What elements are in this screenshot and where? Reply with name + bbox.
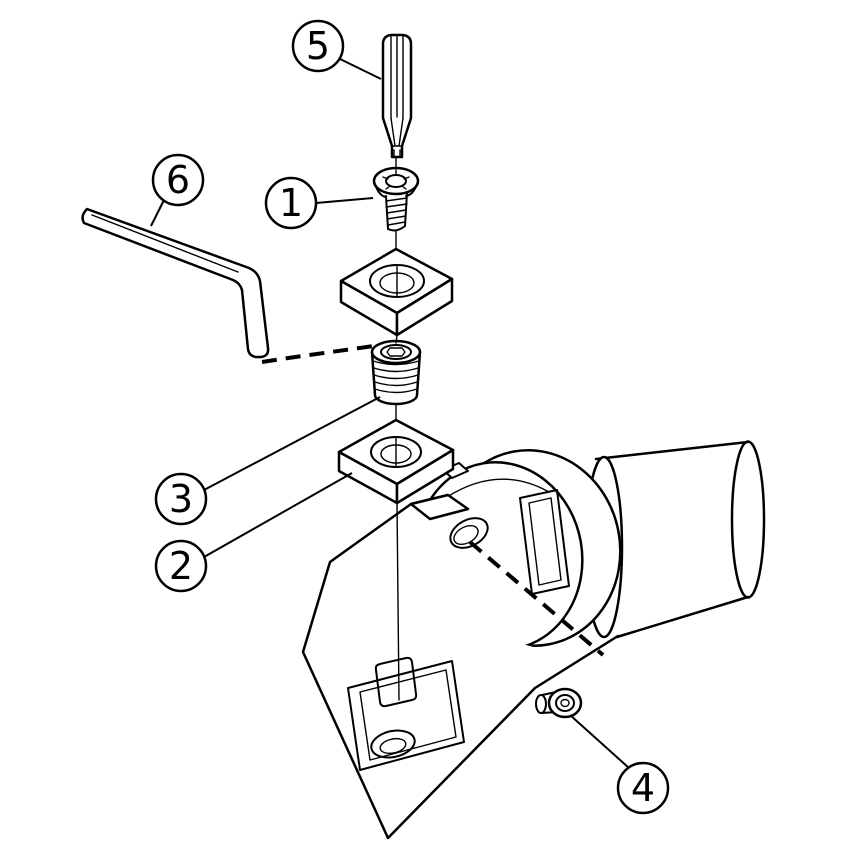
flange-chamfer-arc	[446, 478, 550, 498]
callout-4-label: 4	[631, 766, 655, 810]
head-top-face	[409, 493, 470, 521]
callout-3-circle	[154, 472, 208, 526]
sleeve-recess	[380, 344, 412, 360]
callout-6: 6	[150, 153, 205, 227]
insert-pocket-outer	[347, 660, 465, 771]
callout-5-label: 5	[306, 24, 330, 68]
pocket-slot	[374, 656, 418, 708]
callout-4-circle	[616, 761, 670, 815]
pocket-screw-hole	[370, 729, 416, 759]
callout-1: 1	[264, 176, 374, 230]
face-hole-inner	[453, 524, 479, 546]
body-screw	[535, 687, 583, 719]
pocket-screw-hole-inner	[379, 737, 407, 755]
hex-key-guide-dashed	[261, 343, 381, 364]
screw-socket	[555, 694, 575, 712]
torx-driver-bit	[381, 33, 413, 159]
callout-2-circle	[154, 539, 208, 593]
callout-6-circle	[151, 153, 205, 207]
guide-lines	[261, 343, 605, 657]
insert-pocket-inner	[359, 669, 457, 761]
coupling-shaft	[596, 442, 748, 637]
assembly-axis	[395, 157, 400, 701]
screw-head	[547, 687, 583, 719]
insert-right-side	[395, 448, 455, 505]
callout-3: 3	[154, 396, 381, 526]
threaded-sleeve	[370, 339, 422, 406]
callout-3-label: 3	[169, 477, 193, 521]
keyway-slot-inner	[528, 497, 562, 586]
callout-2: 2	[154, 472, 353, 593]
insert-screw	[372, 166, 420, 232]
body-screw-guide-dashed	[468, 540, 605, 657]
coupling-end-face	[730, 440, 766, 599]
callout-2-label: 2	[169, 544, 193, 588]
screw-shank-tip	[535, 694, 547, 714]
callout-4: 4	[569, 714, 670, 815]
shim-right-side	[395, 277, 454, 337]
callout-1-circle	[264, 176, 318, 230]
hex-key	[81, 207, 270, 359]
callout-1-label: 1	[279, 181, 303, 225]
callout-5: 5	[291, 19, 382, 80]
callout-5-circle	[291, 19, 345, 73]
callout-6-label: 6	[166, 158, 190, 202]
tool-holder-body	[301, 440, 766, 840]
shim-hole-outer	[369, 264, 425, 298]
sleeve-hex-socket	[386, 347, 406, 357]
head-fill	[303, 495, 618, 838]
keyway-slot-outer	[519, 489, 570, 595]
